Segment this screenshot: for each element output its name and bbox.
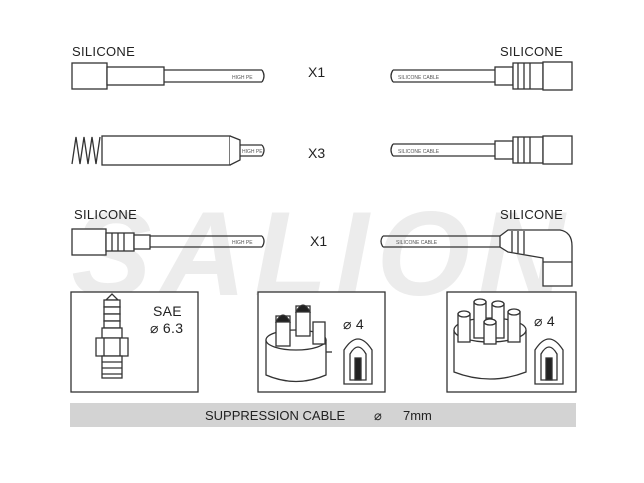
row3-left-cable: [71, 228, 265, 256]
distributor-4-size-label: ⌀ 4: [534, 313, 556, 329]
distributor-4-icon: [453, 298, 527, 380]
row2-right-cable: [390, 135, 573, 165]
silicone-label-top-left: SILICONE: [72, 44, 136, 59]
distributor-2-terminal-icon: [343, 338, 373, 385]
plug-size-label: ⌀ 6.3: [150, 320, 184, 336]
suppression-cable-symbol: ⌀: [374, 408, 382, 423]
distributor-4-terminal-icon: [534, 338, 564, 385]
quantity-row2: X3: [308, 145, 326, 161]
distributor-2-icon: [265, 304, 332, 383]
row2-left-print: HIGH PE: [242, 149, 263, 155]
suppression-cable-value: 7mm: [403, 408, 432, 423]
row3-right-cable: [380, 229, 573, 287]
plug-standard-label: SAE: [153, 303, 182, 319]
row1-left-cable: [71, 62, 265, 90]
distributor-2-size-label: ⌀ 4: [343, 316, 365, 332]
silicone-label-top-right: SILICONE: [500, 44, 564, 59]
row2-left-cable: [71, 135, 265, 166]
row3-left-print: HIGH PE: [232, 240, 253, 246]
row2-right-print: SILICONE CABLE: [398, 149, 440, 155]
row1-left-print: HIGH PE: [232, 75, 253, 81]
row1-right-cable: [390, 61, 573, 91]
row1-right-print: SILICONE CABLE: [398, 75, 440, 81]
silicone-label-mid-left: SILICONE: [74, 207, 138, 222]
suppression-cable-label: SUPPRESSION CABLE: [205, 408, 346, 423]
suppression-cable-bar: SUPPRESSION CABLE ⌀ 7mm: [70, 403, 576, 427]
spark-plug-box: [70, 291, 199, 393]
quantity-row3: X1: [310, 233, 328, 249]
row3-right-print: SILICONE CABLE: [396, 240, 438, 246]
quantity-row1: X1: [308, 64, 326, 80]
silicone-label-mid-right: SILICONE: [500, 207, 564, 222]
spark-plug-icon: [95, 293, 129, 379]
